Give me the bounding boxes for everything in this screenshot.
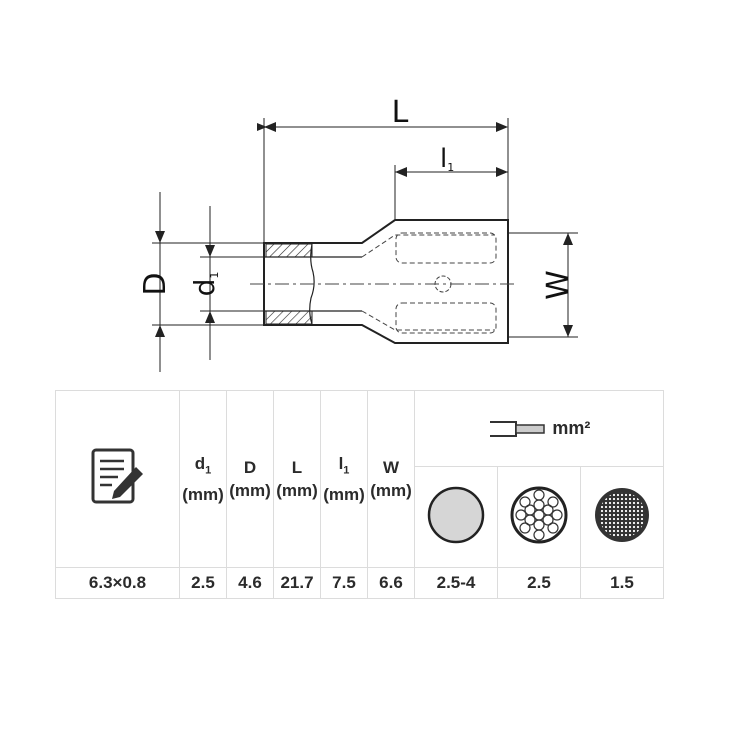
terminal-technical-drawing: L l1 D d1 W [138, 95, 578, 372]
value-D: 4.6 [226, 567, 274, 599]
fine-stranded-wire-cell [580, 466, 664, 568]
icon-cell [55, 390, 180, 568]
stranded-wire-cell [497, 466, 581, 568]
value-size: 6.3×0.8 [55, 567, 180, 599]
value-stranded: 2.5 [497, 567, 581, 599]
stranded-wire-icon [510, 486, 568, 543]
value-l1: 7.5 [320, 567, 368, 599]
value-d1: 2.5 [179, 567, 227, 599]
sleeve-hatch-bottom [265, 310, 313, 325]
terminal-outline [263, 219, 509, 344]
header-wire-section: mm² [414, 390, 664, 467]
value-fine: 1.5 [580, 567, 664, 599]
label-L: L [392, 95, 409, 130]
header-d1: d1(mm) [179, 390, 227, 568]
value-solid: 2.5-4 [414, 567, 498, 599]
sleeve-hatch-top [265, 243, 313, 258]
value-W: 6.6 [367, 567, 415, 599]
wire-section-icon [489, 420, 545, 437]
solid-wire-cell [414, 466, 498, 568]
header-W: W(mm) [367, 390, 415, 568]
wire-section-unit: mm² [552, 418, 591, 438]
edit-icon [91, 448, 143, 503]
header-L: L(mm) [273, 390, 321, 568]
label-l1: l1 [440, 144, 454, 174]
header-l1: l1(mm) [320, 390, 368, 568]
spec-table: d1(mm) D(mm) L(mm) l1(mm) W(mm) mm² [55, 390, 664, 599]
fine-stranded-wire-icon [595, 487, 649, 542]
value-L: 21.7 [273, 567, 321, 599]
header-D: D(mm) [226, 390, 274, 568]
label-D: D [138, 272, 173, 295]
label-d1: d1 [188, 272, 221, 297]
solid-wire-icon [427, 486, 485, 543]
label-W: W [541, 270, 576, 300]
